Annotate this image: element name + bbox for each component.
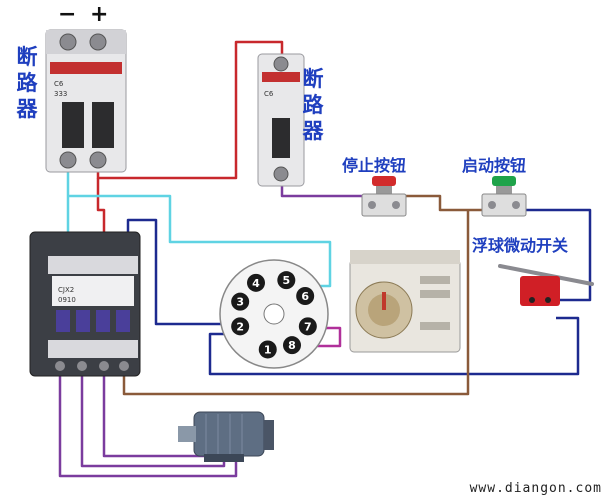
- relay-pin-1: [258, 340, 277, 359]
- relay-pin-label: 3: [236, 296, 244, 309]
- relay-pin-label: 6: [301, 290, 309, 303]
- start-button-label: 启动按钮: [462, 156, 527, 175]
- relay-pin-3: [231, 292, 250, 311]
- breaker-right-label: 断路器: [302, 67, 324, 143]
- svg-text:CJX2: CJX2: [58, 286, 74, 294]
- motor: [178, 411, 274, 462]
- right-breaker: C6: [257, 53, 305, 187]
- contactor: CJX2 0910: [29, 231, 141, 377]
- wire-brown-buttons: [404, 194, 484, 212]
- wire-red-breaker-link: [96, 40, 284, 180]
- relay-pin-4: [247, 273, 265, 292]
- wire-navy-float: [524, 208, 592, 302]
- wire-brown-return: [122, 210, 470, 396]
- wire-cyan-relay: [68, 194, 332, 288]
- stop-button-label: 停止按钮: [342, 156, 407, 175]
- relay-pin-label: 2: [236, 320, 244, 333]
- relay-pin-2: [231, 317, 250, 336]
- wire-navy-loop: [208, 316, 580, 376]
- svg-text:C6: C6: [264, 90, 274, 98]
- left-breaker: C6 333: [45, 29, 127, 173]
- plus-sign: +: [90, 2, 109, 27]
- svg-text:333: 333: [54, 90, 67, 98]
- relay-pin-5: [277, 271, 296, 290]
- watermark: www.diangon.com: [469, 481, 602, 496]
- svg-text:C6: C6: [54, 80, 64, 88]
- relay-pin-label: 7: [304, 320, 312, 333]
- relay-pin-6: [296, 287, 315, 305]
- breaker-left-label: 断路器: [16, 45, 38, 121]
- start-button: [481, 176, 527, 217]
- wire-purple-motor: [58, 374, 238, 478]
- relay-pin-7: [298, 317, 317, 336]
- relay-pin-label: 8: [288, 339, 296, 352]
- relay-pin-label: 4: [252, 277, 260, 290]
- stop-button: [361, 176, 407, 217]
- relay-pin-8: [283, 336, 301, 355]
- timer-relay: [349, 250, 461, 353]
- float-switch-label: 浮球微动开关: [472, 236, 569, 255]
- wire-purple-stop: [280, 182, 364, 198]
- wire-purple-motor-3: [102, 374, 212, 458]
- relay-pin-label: 5: [282, 274, 290, 287]
- svg-text:0910: 0910: [58, 296, 76, 304]
- float-micro-switch: [498, 264, 594, 306]
- relay-pin-label: 1: [264, 343, 272, 356]
- minus-sign: −: [58, 2, 77, 27]
